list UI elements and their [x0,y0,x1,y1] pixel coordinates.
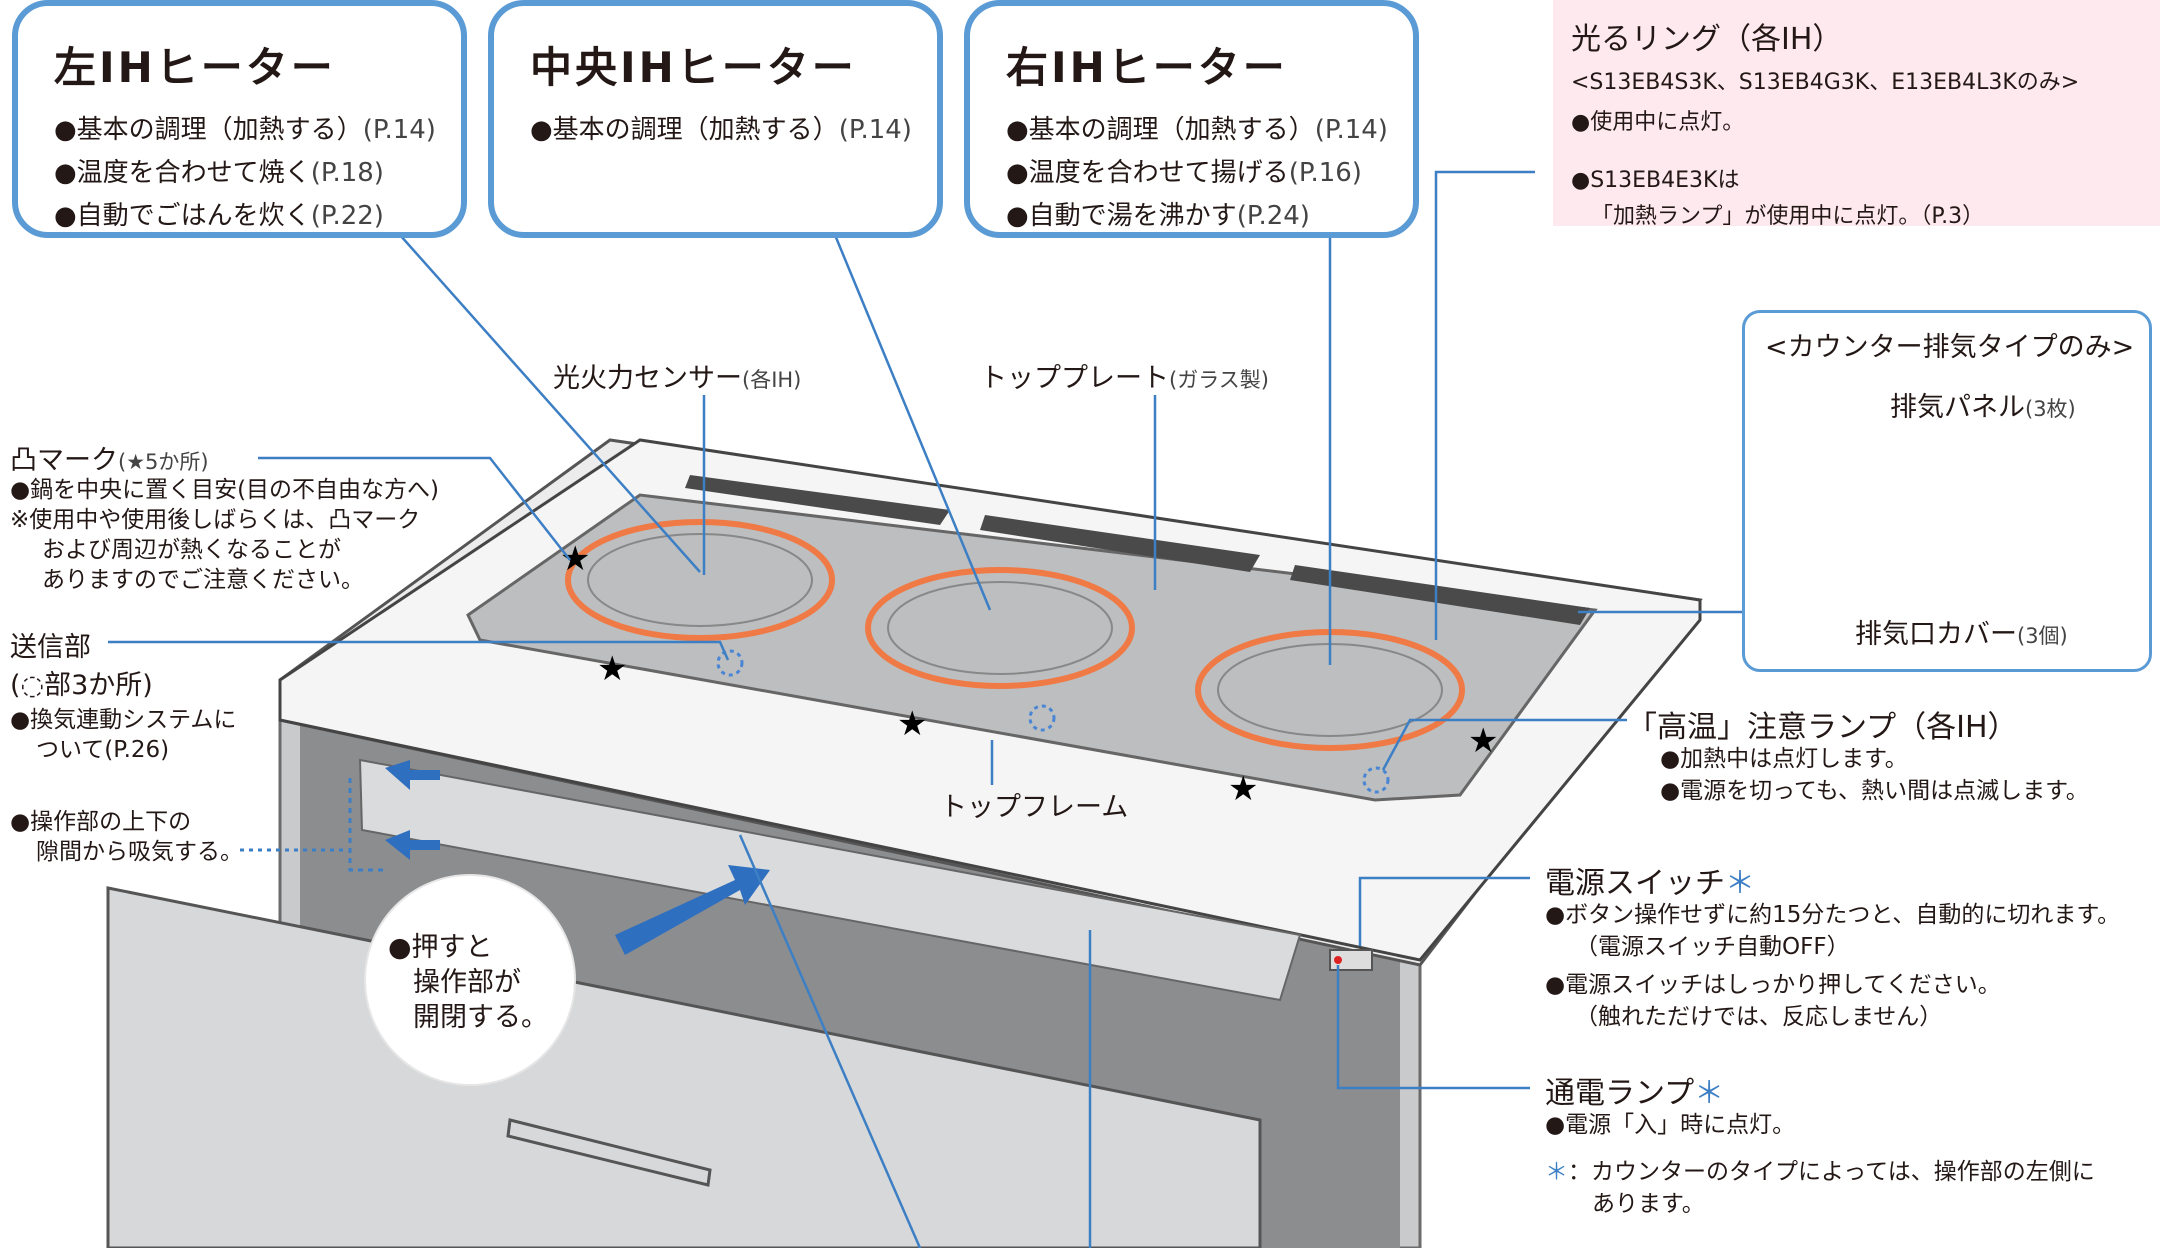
arrow-icon [615,865,770,955]
sender-dots-icon [716,649,744,677]
center-heater-ring [865,567,1135,689]
left-heater-title: 左IHヒーター [54,43,336,92]
leader-center-heater [833,234,992,611]
right-heater-item-2: ●温度を合わせて揚げる(P.16) [1006,158,1362,188]
exhaust-cover-label: 排気口カバー(3個) [1855,619,2068,650]
ring-title: 光るリング（各IH） [1571,22,1843,57]
left-heater-box: 左IHヒーター ●基本の調理（加熱する）(P.14) ●温度を合わせて焼く(P.… [12,0,467,238]
bump-line-2: ※使用中や使用後しばらくは、凸マーク [10,507,421,533]
press-line-3: 開閉する。 [413,1002,548,1033]
left-heater-inner [587,533,813,627]
leader-ring [1434,170,1535,640]
lamp-title: 通電ランプ＊ [1545,1076,1725,1111]
leader-hightemp [1381,718,1627,771]
sender-sub: (◌部3か所) [10,670,153,701]
ring-line-1: ●使用中に点灯。 [1571,110,1745,135]
press-line-2: 操作部が [413,967,521,998]
lamp-line-1: ●電源「入」時に点灯。 [1545,1112,1796,1138]
exhaust-panel-label: 排気パネル(3枚) [1890,392,2076,423]
center-heater-title: 中央IHヒーター [530,43,857,92]
sender-line-2: ついて(P.26) [36,737,170,763]
power-switch [1329,949,1373,971]
leader-panel-1 [738,834,922,1248]
star-icon: ★ [597,649,627,689]
vent-2 [980,515,1260,572]
sender-title: 送信部 [10,632,91,663]
leader-sender [108,640,730,661]
power-line-3: ●電源スイッチはしっかり押してください。 [1545,972,2001,998]
arrow-icon [385,830,440,860]
star-icon: ★ [897,704,927,744]
vent-3 [1290,565,1590,625]
top-plate-glass [466,493,1598,802]
power-line-2: （電源スイッチ自動OFF） [1575,934,1850,960]
drawer-handle [506,1118,712,1187]
right-heater-item-1: ●基本の調理（加熱する）(P.14) [1006,115,1388,145]
bump-line-4: ありますのでご注意ください。 [42,567,364,593]
press-line-1: ●押すと [388,932,493,963]
leader-lamp [1336,965,1530,1090]
intake-line-2: 隙間から吸気する。 [36,839,243,865]
bump-line-3: および周辺が熱くなることが [42,537,341,563]
note-line-2: あります。 [1592,1191,1705,1217]
sender-dots-icon [1362,766,1390,794]
star-icon: ★ [560,539,590,579]
bump-title: 凸マーク(★5か所) [10,445,209,476]
center-heater-inner [887,581,1113,675]
left-heater-item-2: ●温度を合わせて焼く(P.18) [54,158,384,188]
ring-models: <S13EB4S3K、S13EB4G3K、E13EB4L3Kのみ> [1571,70,2080,95]
hightemp-line-2: ●電源を切っても、熱い間は点滅します。 [1660,778,2089,804]
arrow-icon [385,760,440,790]
note-line-1: ＊：カウンターのタイプによっては、操作部の左側に [1545,1159,2095,1185]
center-heater-item-1: ●基本の調理（加熱する）(P.14) [530,115,912,145]
sender-line-1: ●換気連動システムに [10,707,237,733]
hightemp-line-1: ●加熱中は点灯します。 [1660,746,1908,772]
bump-line-1: ●鍋を中央に置く目安(目の不自由な方へ) [10,477,440,503]
left-heater-item-1: ●基本の調理（加熱する）(P.14) [54,115,436,145]
intake-dotted-line [348,778,385,872]
press-circle [364,874,576,1086]
ring-line-2: ●S13EB4E3Kは [1571,168,1740,193]
intake-line-1: ●操作部の上下の [10,809,192,835]
sender-dots-icon [1028,704,1056,732]
control-panel [358,758,1302,1002]
power-line-1: ●ボタン操作せずに約15分たつと、自動的に切れます。 [1545,902,2121,928]
ring-note: 光るリング（各IH） <S13EB4S3K、S13EB4G3K、E13EB4L3… [1553,0,2160,229]
ring-line-3: 「加熱ランプ」が使用中に点灯。（P.3） [1591,204,1985,229]
top-frame-label: トップフレーム [940,792,1129,823]
power-title: 電源スイッチ＊ [1545,866,1755,901]
vent-1 [685,475,950,525]
star-icon: ★ [1468,721,1498,761]
star-icon: ★ [1228,769,1258,809]
power-line-4: （触れただけでは、反応しません） [1575,1004,1943,1030]
hightemp-title: 「高温」注意ランプ（各IH） [1627,710,2018,745]
power-lamp [1334,956,1342,964]
leader-bump [258,456,571,561]
left-heater-item-3: ●自動でごはんを炊く(P.22) [54,201,384,231]
top-plate-label: トッププレート(ガラス製) [980,363,1269,394]
exhaust-header: <カウンター排気タイプのみ> [1765,332,2135,363]
sensor-label: 光火力センサー(各IH) [553,363,802,394]
left-heater-ring [565,519,835,641]
right-heater-box: 右IHヒーター ●基本の調理（加熱する）(P.14) ●温度を合わせて揚げる(P… [964,0,1419,238]
center-heater-box: 中央IHヒーター ●基本の調理（加熱する）(P.14) [488,0,943,238]
right-heater-item-3: ●自動で湯を沸かす(P.24) [1006,201,1310,231]
exhaust-parts-box [1742,310,2152,672]
right-heater-title: 右IHヒーター [1006,43,1288,92]
leader-power [1358,876,1530,946]
leader-left-heater [399,234,701,573]
